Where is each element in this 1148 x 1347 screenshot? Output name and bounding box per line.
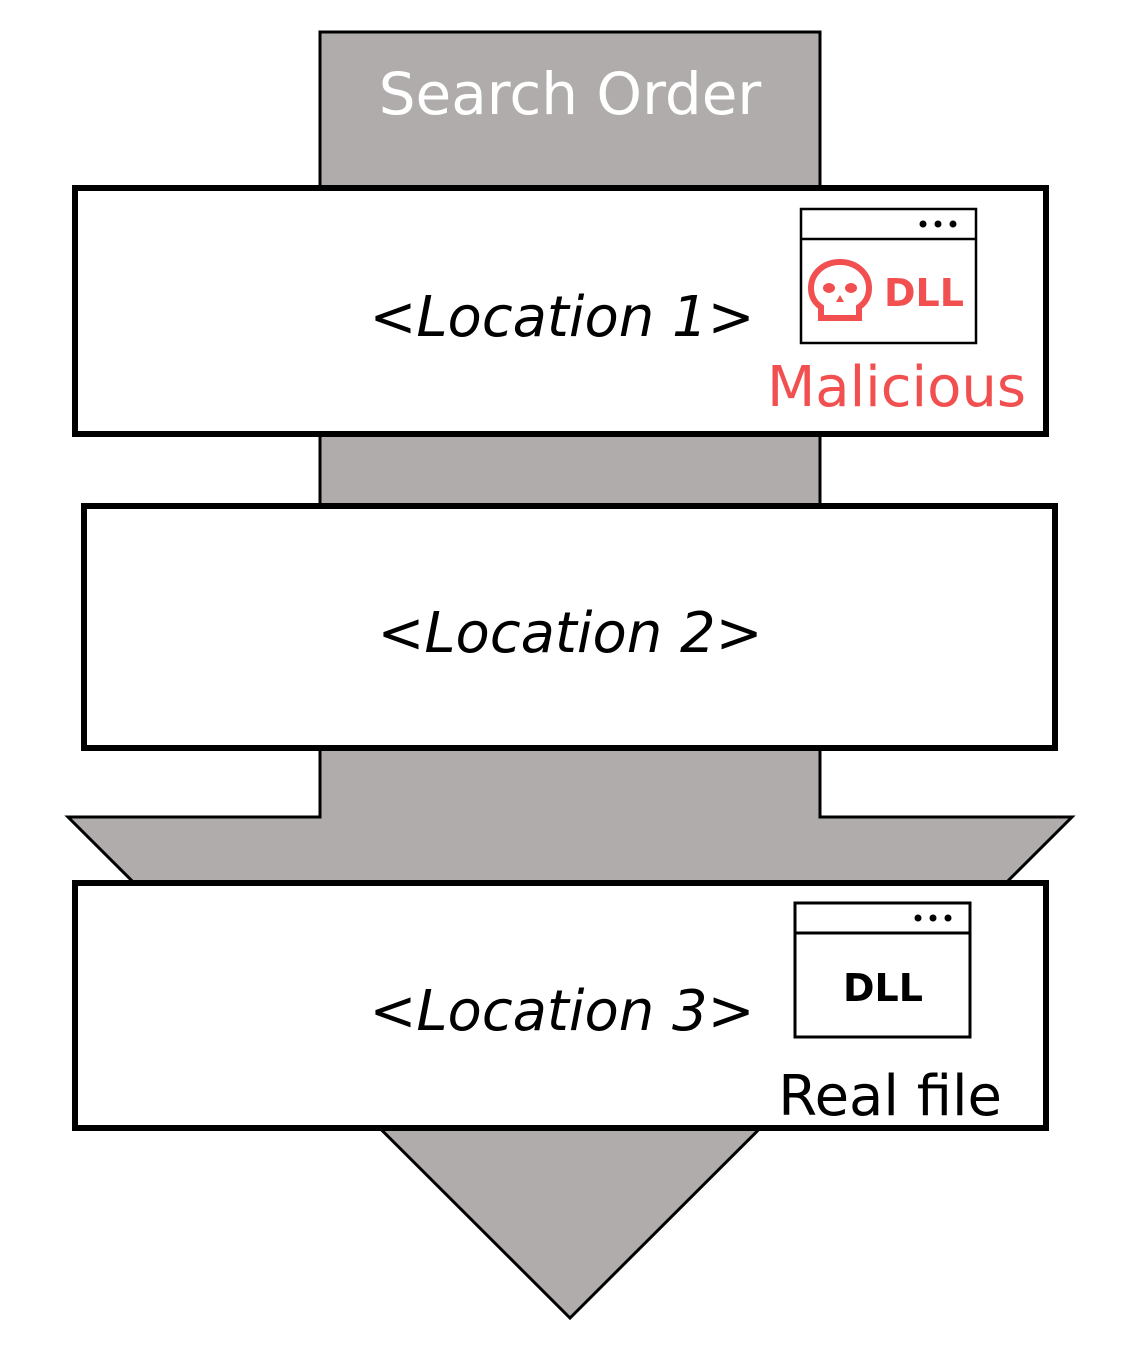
location-1-box: <Location 1> DLL Malicious <box>72 185 1049 437</box>
real-file-caption: Real file <box>778 1064 1002 1129</box>
location-label: <Location 3> <box>369 979 754 1044</box>
dll-label: DLL <box>843 966 923 1010</box>
skull-icon <box>807 258 873 321</box>
location-label: <Location 1> <box>369 285 754 350</box>
location-3-box: <Location 3> DLL Real file <box>72 880 1049 1131</box>
location-2-box: <Location 2> <box>81 503 1058 751</box>
malicious-caption: Malicious <box>767 355 1026 420</box>
arrow-title: Search Order <box>379 60 762 128</box>
dll-label: DLL <box>884 271 964 315</box>
real-dll-file-icon: DLL <box>793 901 972 1039</box>
malicious-dll-file-icon: DLL <box>799 207 978 345</box>
location-label: <Location 2> <box>377 601 762 666</box>
